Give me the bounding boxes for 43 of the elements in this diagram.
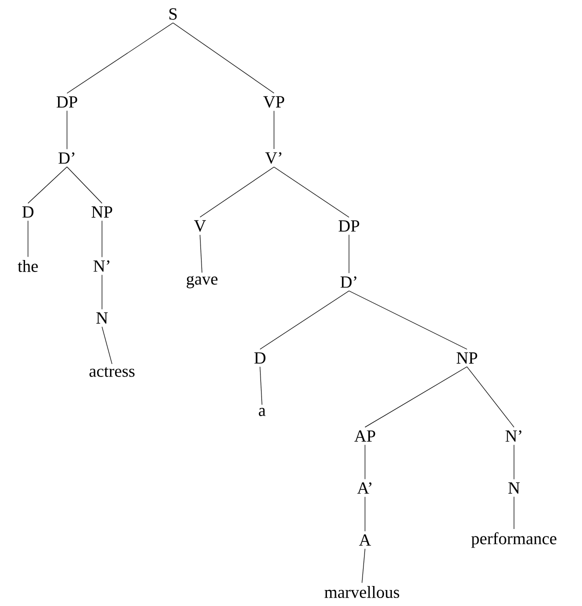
tree-branch: [102, 326, 112, 364]
tree-label: a: [258, 408, 266, 416]
tree-label: D’: [340, 276, 356, 288]
tree-label: VP: [263, 96, 284, 108]
tree-branch: [260, 290, 350, 350]
tree-label: V’: [265, 152, 282, 164]
tree-branch: [200, 166, 274, 218]
tree-branch: [274, 166, 350, 218]
tree-label: performance: [471, 532, 556, 548]
tree-label: DP: [338, 220, 360, 232]
tree-label: the: [18, 260, 38, 272]
tree-branch: [348, 234, 350, 274]
tree-label: A: [359, 534, 372, 546]
tree-label: N: [508, 482, 520, 494]
tree-label: A’: [357, 482, 372, 494]
tree-label: N’: [506, 430, 522, 442]
tree-label: actress: [89, 367, 135, 377]
tree-label: gave: [186, 276, 218, 288]
tree-branch: [66, 166, 102, 204]
tree-label: D: [254, 352, 266, 364]
tree-branch: [200, 234, 202, 273]
tree-label: V: [194, 220, 206, 232]
tree-branch: [364, 496, 366, 532]
tree-label: marvellous: [324, 586, 400, 598]
tree-branch: [66, 110, 68, 150]
tree-branch: [260, 366, 262, 406]
tree-branch: [364, 366, 468, 428]
tree-label: AP: [354, 430, 376, 442]
tree-label: N: [96, 312, 108, 324]
tree-label: N’: [94, 260, 110, 272]
tree-label: NP: [456, 352, 478, 364]
tree-label: D: [22, 206, 34, 218]
tree-branch: [172, 22, 274, 94]
tree-label: S: [169, 8, 177, 20]
tree-branch: [466, 366, 514, 428]
tree-branch: [348, 290, 468, 350]
tree-branch: [362, 548, 366, 584]
tree-label: D’: [58, 152, 74, 164]
tree-label: NP: [92, 206, 112, 218]
tree-branch: [66, 22, 174, 94]
tree-branch: [28, 166, 68, 204]
tree-label: DP: [56, 96, 78, 108]
tree-branch: [364, 444, 366, 480]
